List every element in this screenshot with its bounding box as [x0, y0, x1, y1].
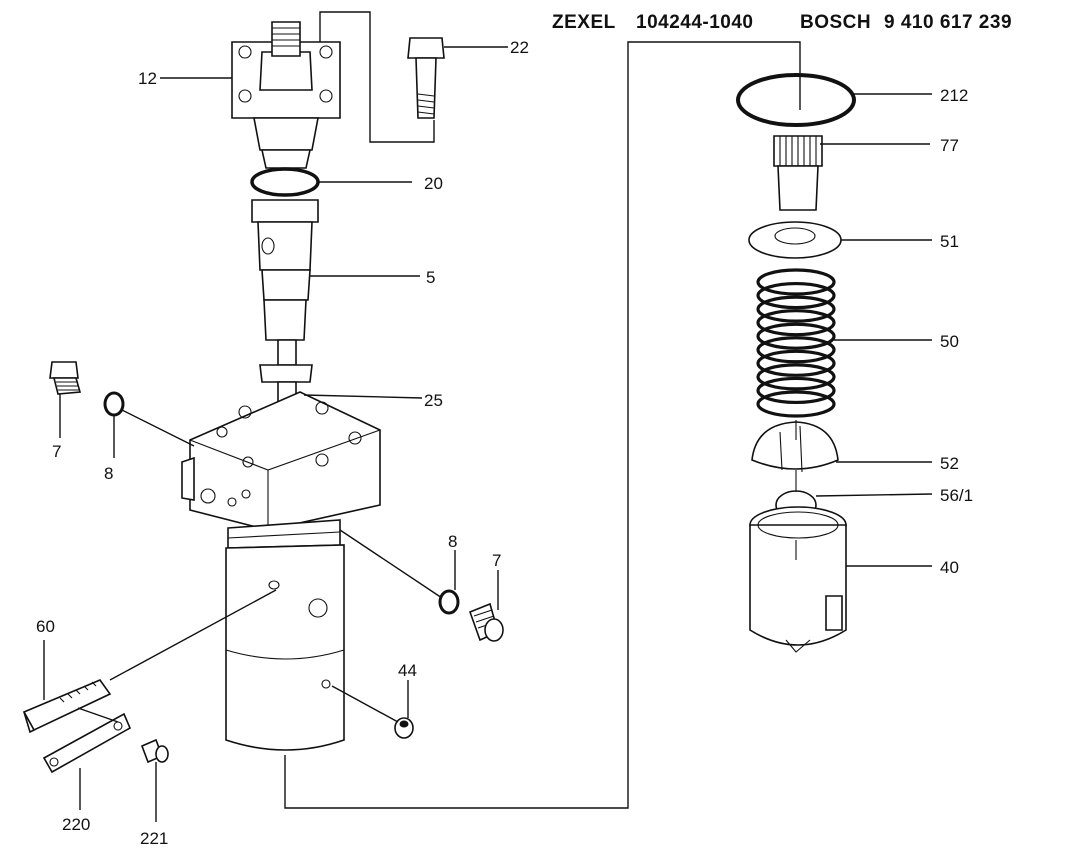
part-40-tappet — [749, 506, 847, 653]
callout-56-1: 56/1 — [940, 486, 973, 505]
callout-7-left: 7 — [52, 442, 61, 461]
callout-5: 5 — [426, 268, 435, 287]
part-22-bolt — [407, 37, 445, 119]
part-7-screw-right — [468, 602, 504, 642]
spring-coil — [756, 322, 836, 350]
part-212-snap-ring — [736, 73, 856, 127]
callout-44: 44 — [398, 661, 417, 680]
part-20-o-ring — [250, 167, 320, 197]
callout-77: 77 — [940, 136, 959, 155]
part-number-header: ZEXEL 104244-1040 BOSCH 9 410 617 239 — [552, 12, 1012, 33]
callout-60: 60 — [36, 617, 55, 636]
callout-8-right: 8 — [448, 532, 457, 551]
leader-lines — [43, 11, 933, 822]
part-7-screw-left — [49, 361, 82, 395]
callout-221: 221 — [140, 829, 168, 848]
callout-212: 212 — [940, 86, 968, 105]
part-221-screw — [140, 738, 169, 764]
spring-coil — [756, 363, 836, 391]
part-8-washer-left — [103, 391, 125, 417]
part-8-washer-right — [438, 589, 460, 615]
callout-22: 22 — [510, 38, 529, 57]
callout-8-left: 8 — [104, 464, 113, 483]
spring-coil — [756, 336, 836, 364]
callout-labels: 12 22 20 5 25 7 8 8 7 44 60 220 221 212 … — [36, 38, 973, 848]
spring-coil — [756, 268, 836, 296]
spring-coil — [756, 349, 836, 377]
part-77-control-sleeve — [773, 135, 823, 211]
spring-coil — [756, 295, 836, 323]
callout-50: 50 — [940, 332, 959, 351]
spring-coil — [756, 390, 836, 418]
brand-zexel: ZEXEL — [552, 12, 616, 33]
callout-12: 12 — [138, 69, 157, 88]
part-12-valve-holder — [231, 21, 341, 169]
assembly-link-line — [284, 41, 801, 809]
part-52-lower-seat — [751, 421, 839, 473]
callout-220: 220 — [62, 815, 90, 834]
part-44-plug — [394, 717, 414, 739]
pump-housing — [181, 391, 381, 751]
part-5-barrel — [251, 199, 319, 403]
brand-bosch: BOSCH — [800, 12, 871, 33]
spring-coil — [756, 376, 836, 405]
part-51-spring-seat — [748, 221, 842, 259]
bosch-part-number: 9 410 617 239 — [884, 12, 1012, 33]
part-220-lever — [42, 712, 132, 774]
callout-40: 40 — [940, 558, 959, 577]
callout-25: 25 — [424, 391, 443, 410]
callout-51: 51 — [940, 232, 959, 251]
part-50-spring — [756, 268, 836, 418]
callout-7-right: 7 — [492, 551, 501, 570]
part-60-control-rack — [22, 679, 112, 734]
spring-coil — [756, 309, 836, 337]
callout-52: 52 — [940, 454, 959, 473]
spring-coil — [756, 281, 836, 310]
zexel-part-number: 104244-1040 — [636, 12, 754, 33]
callout-20: 20 — [424, 174, 443, 193]
